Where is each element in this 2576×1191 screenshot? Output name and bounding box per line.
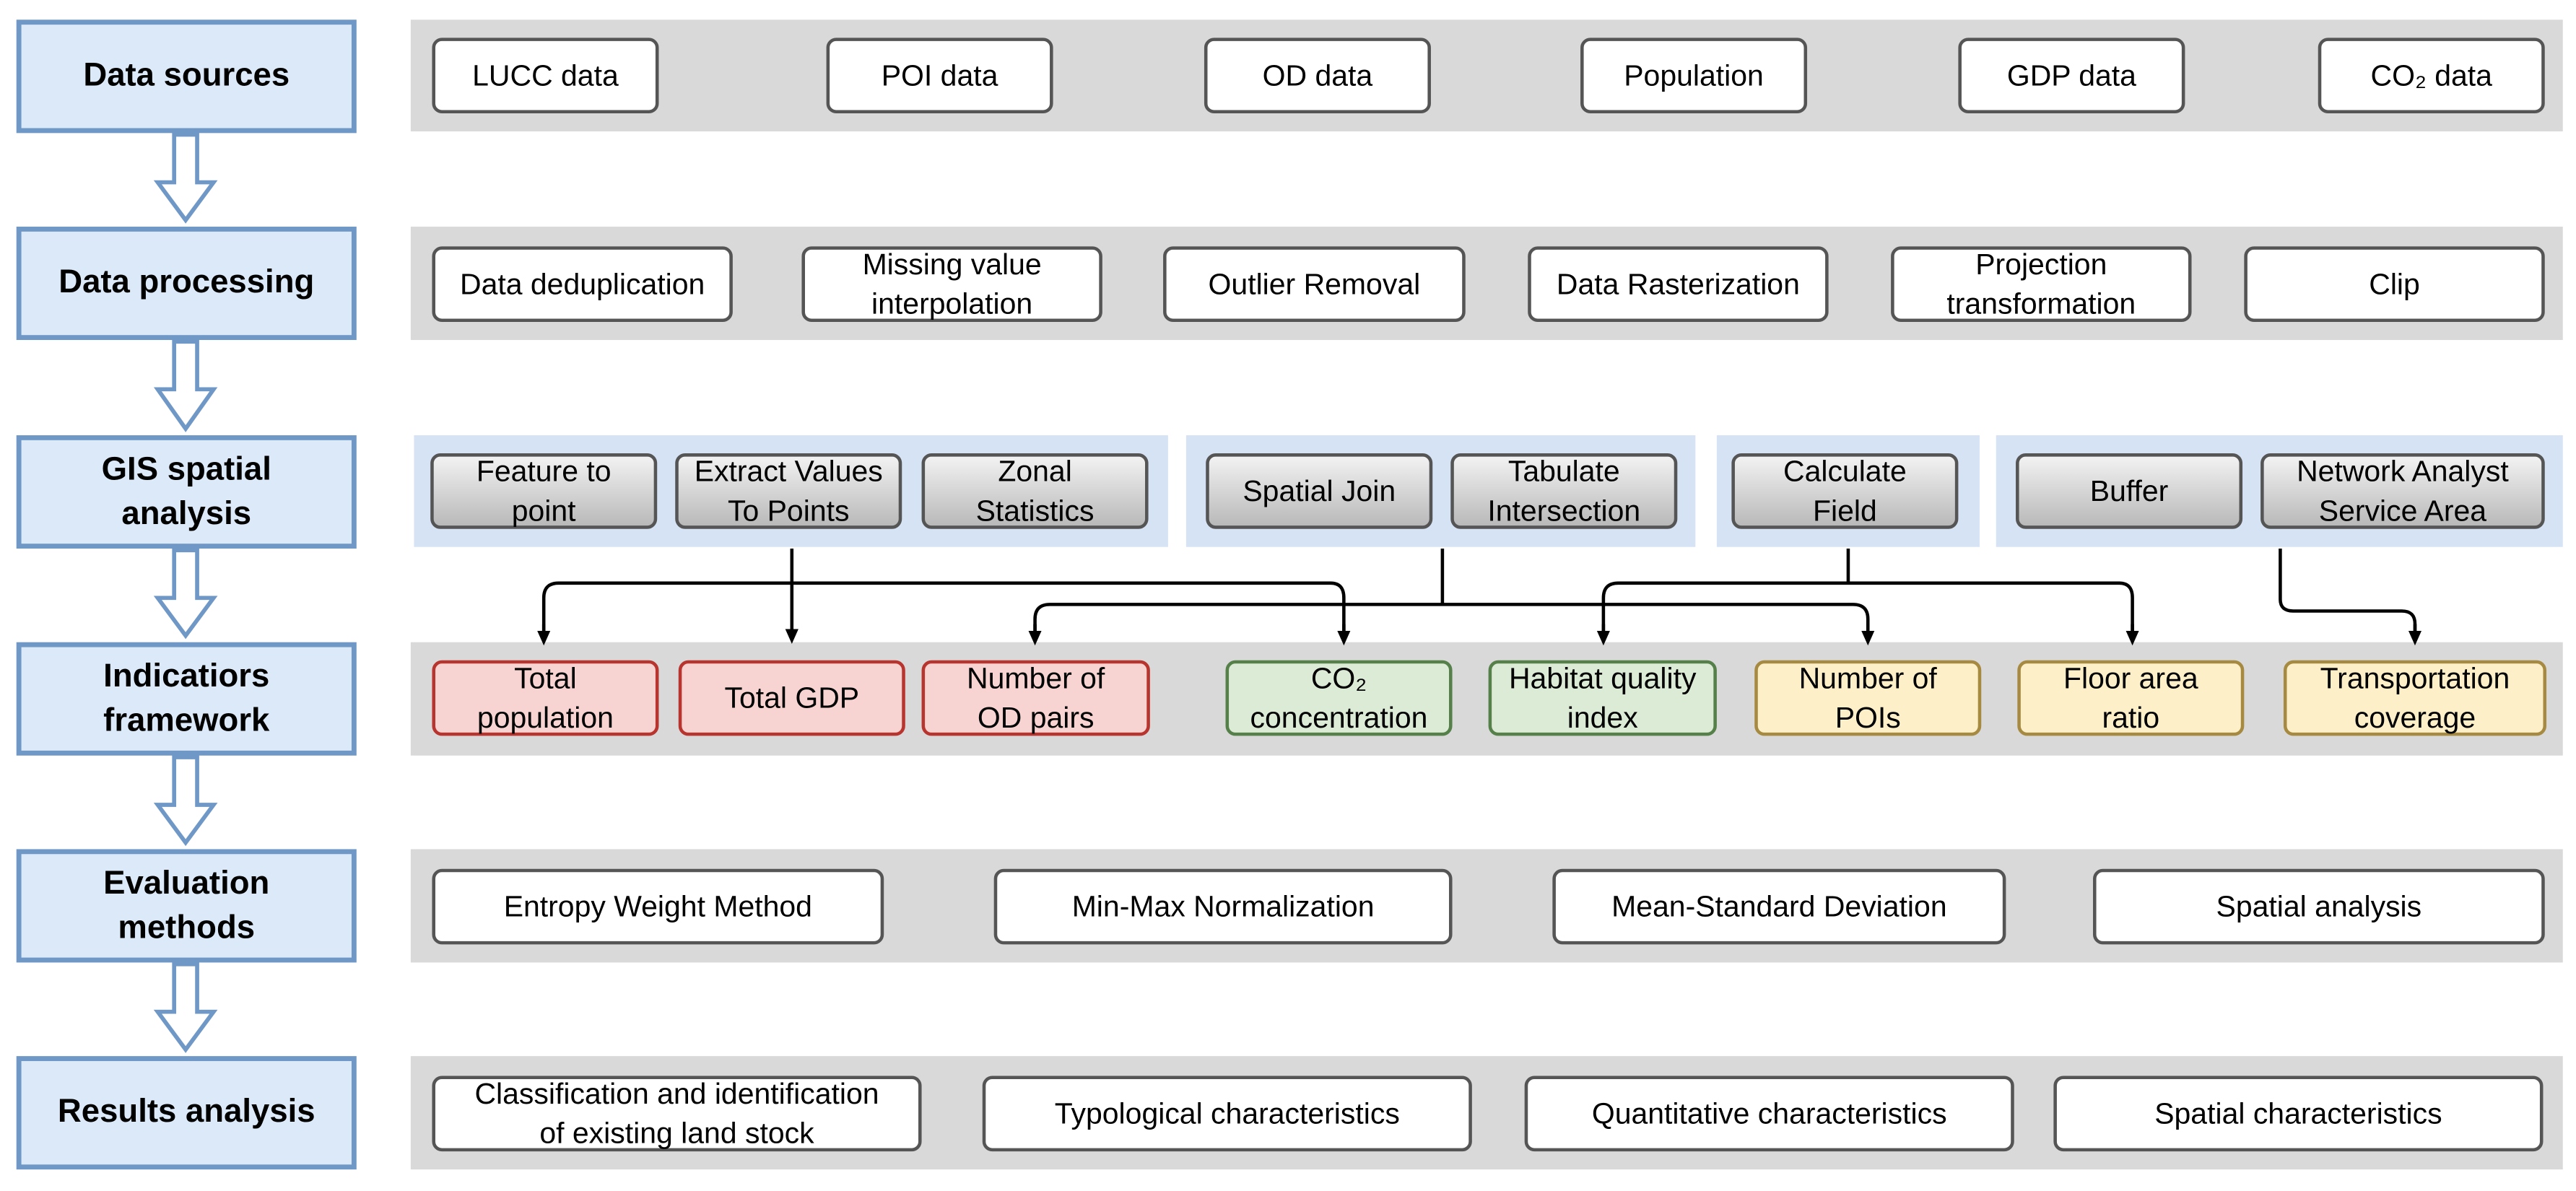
result-typological-characteristics: Typological characteristics <box>982 1076 1472 1152</box>
data-processing-band <box>410 227 2563 341</box>
method-mean-standard-deviation: Mean-Standard Deviation <box>1552 868 2006 945</box>
step-arrow-1 <box>153 132 218 224</box>
source-population: Population <box>1580 38 1808 114</box>
tool-tabulate-intersection: Tabulate Intersection <box>1450 453 1678 529</box>
step-arrow-2 <box>153 339 218 432</box>
tool-buffer: Buffer <box>2016 453 2243 529</box>
step-arrow-4 <box>153 755 218 847</box>
result-spatial-characteristics: Spatial characteristics <box>2053 1076 2544 1152</box>
connector-network-tools <box>2279 549 2417 637</box>
method-entropy-weight: Entropy Weight Method <box>432 868 884 945</box>
processing-clip: Clip <box>2244 246 2545 322</box>
indicator-floor-area-ratio: Floor area ratio <box>2017 660 2245 736</box>
indicator-number-of-od-pairs: Number of OD pairs <box>921 660 1150 736</box>
tool-calculate-field: Calculate Field <box>1731 453 1959 529</box>
data-sources-band <box>410 19 2563 132</box>
processing-projection-transformation: Projection transformation <box>1891 246 2192 322</box>
tool-spatial-join: Spatial Join <box>1206 453 1433 529</box>
step-indicators-framework: Indicatiors framework <box>16 642 357 756</box>
method-min-max-normalization: Min-Max Normalization <box>993 868 1453 945</box>
step-results-analysis: Results analysis <box>16 1056 357 1170</box>
result-quantitative-characteristics: Quantitative characteristics <box>1524 1076 2014 1152</box>
connector-field-tools <box>1601 549 2134 637</box>
method-spatial-analysis: Spatial analysis <box>2092 868 2545 945</box>
tool-network-analyst-service-area: Network Analyst Service Area <box>2260 453 2545 529</box>
step-gis-spatial-analysis: GIS spatial analysis <box>16 435 357 549</box>
processing-missing-value-interpolation: Missing value interpolation <box>801 246 1102 322</box>
result-classification-identification: Classification and identification of exi… <box>432 1076 922 1152</box>
indicator-total-gdp: Total GDP <box>678 660 905 736</box>
processing-outlier-removal: Outlier Removal <box>1163 246 1466 322</box>
tool-zonal-statistics: Zonal Statistics <box>921 453 1149 529</box>
indicator-transportation-coverage: Transportation coverage <box>2283 660 2547 736</box>
indicator-habitat-quality-index: Habitat quality index <box>1488 660 1717 736</box>
indicator-total-population: Total population <box>432 660 659 736</box>
indicator-number-of-pois: Number of POIs <box>1754 660 1982 736</box>
step-evaluation-methods: Evaluation methods <box>16 849 357 963</box>
source-gdp-data: GDP data <box>1958 38 2185 114</box>
tool-extract-values-to-points: Extract Values To Points <box>675 453 902 529</box>
source-od-data: OD data <box>1204 38 1431 114</box>
tool-feature-to-point: Feature to point <box>430 453 658 529</box>
source-co2-data: CO₂ data <box>2318 38 2545 114</box>
step-data-processing: Data processing <box>16 227 357 341</box>
step-arrow-5 <box>153 961 218 1053</box>
indicator-co2-concentration: CO₂ concentration <box>1225 660 1453 736</box>
processing-data-deduplication: Data deduplication <box>432 246 733 322</box>
source-poi-data: POI data <box>826 38 1053 114</box>
step-arrow-3 <box>153 548 218 640</box>
processing-data-rasterization: Data Rasterization <box>1528 246 1829 322</box>
connector-point-tools <box>541 549 1346 637</box>
connector-join-tools <box>1033 549 1870 637</box>
step-data-sources: Data sources <box>16 19 357 134</box>
source-lucc-data: LUCC data <box>432 38 659 114</box>
